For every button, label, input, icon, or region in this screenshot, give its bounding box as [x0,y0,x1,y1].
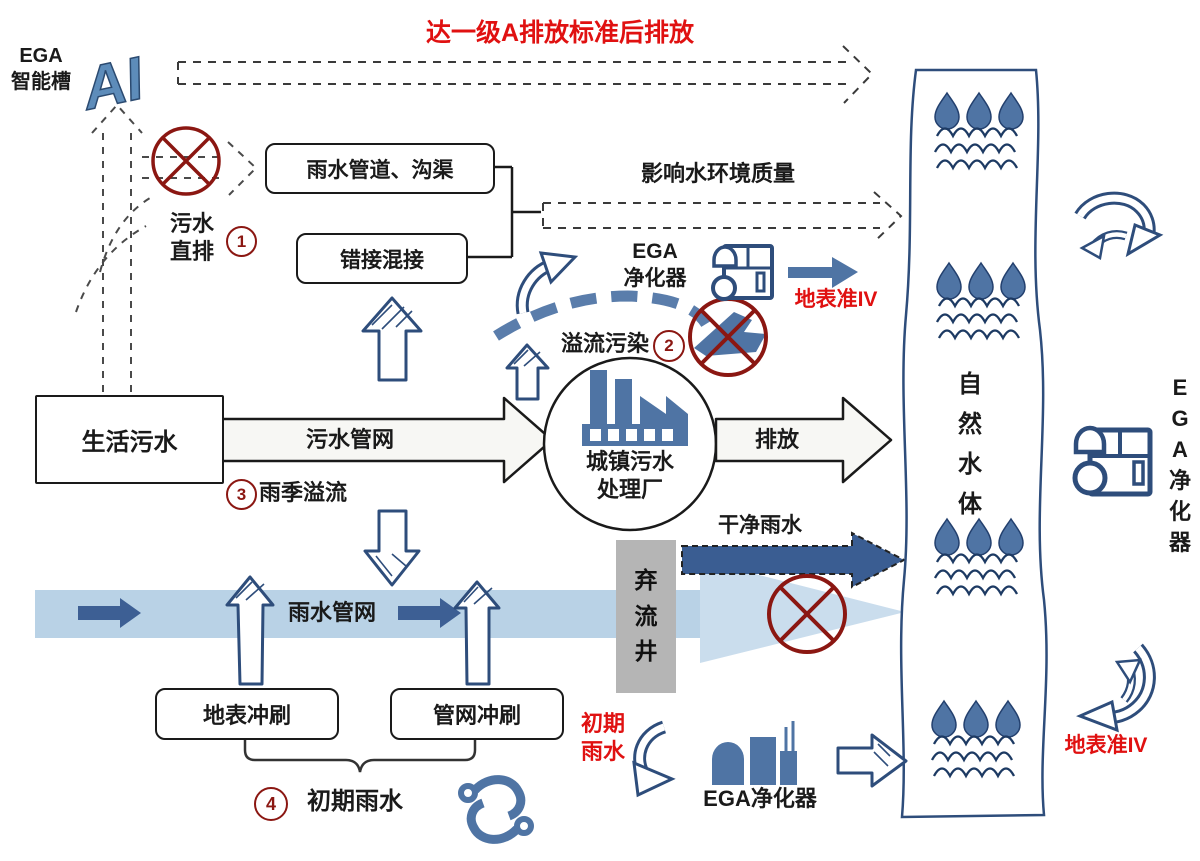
ega-purifier-mid-label: EGA 净化器 [623,240,687,290]
ega-purifier-plant-icon [712,721,797,785]
curved-arrow-bottom-right [1076,643,1156,733]
natural-water-label: 自 然 水 体 [958,371,982,518]
number-badge-4: 4 [254,787,288,821]
diversion-well-box: 弃 流 井 [616,540,676,693]
rain-network-label: 雨水管网 [287,600,376,625]
top-banner-label: 达一级A排放标准后排放 [425,19,695,47]
curved-arrow-initial-rain [632,720,676,798]
ai-logo-icon: AI [74,43,151,123]
curved-arrow-overflow [515,251,579,315]
impact-quality-label: 影响水环境质量 [640,161,795,186]
band-mini-arrow-right [398,598,461,628]
mixed-connection-box: 错接混接 [296,233,468,284]
ega-purifier-icon-mid [711,244,774,301]
sewage-network-label: 污水管网 [305,427,394,452]
ega-purifier-bottom-label: EGA净化器 [703,786,817,811]
no-dirty-rainwater-icon [767,574,847,654]
sewage-direct-label: 污水 直排 [169,211,214,265]
number-badge-3: 3 [226,479,257,510]
factory-icon [582,370,688,446]
overflow-pollution-label: 溢流污染 [560,331,649,356]
sewage-network-arrow [218,396,554,484]
surface-iv-bottom-label: 地表准IV [1064,734,1148,757]
clean-rain-arrow [681,531,907,589]
surface-flush-box: 地表冲刷 [155,688,339,740]
rainy-overflow-label: 雨季溢流 [258,480,347,505]
overflow-dashed-pipe [493,290,711,341]
curved-arrow-top-right [1074,191,1164,260]
pipe-flush-box: 管网冲刷 [390,688,564,740]
surface-iv-mid-label: 地表准IV [794,288,878,311]
boxes-bracket [466,165,541,259]
initial-rain-brace [243,740,477,773]
treatment-plant-label: 城镇污水 处理厂 [585,449,674,503]
hand-arrow-down-overflow [363,509,421,587]
dashed-arrow-impact-quality [542,191,903,242]
ega-purifier-icon-right [1072,425,1153,497]
hand-arrow-up-small [505,343,550,401]
ega-purifier-right-label: E G A 净 化 器 [1168,375,1191,555]
ega-smart-tank-label: EGA 智能槽 [11,45,71,93]
dashed-arrow-top-discharge-standard [177,45,874,104]
river-band [899,68,1048,819]
hand-arrow-up-pipe-flush [453,580,501,686]
initial-rain-red-label: 初期 雨水 [580,711,625,765]
blue-arrow-surface-iv [788,257,858,288]
dashed-arrow-direct-discharge-up [75,103,258,392]
hand-arrow-right-to-river [836,733,908,788]
clean-rain-label: 干净雨水 [718,514,802,537]
rain-pipe-box: 雨水管道、沟渠 [265,143,495,194]
domestic-sewage-box: 生活污水 [35,395,224,484]
pipe-link-icon [458,775,534,844]
hand-arrow-up-surface-flush [225,575,275,686]
discharge-arrow [714,396,893,484]
band-mini-arrow-left [78,598,141,628]
number-badge-2: 2 [653,330,685,362]
number-badge-1: 1 [226,226,257,257]
initial-rain-label: 初期雨水 [307,788,403,815]
discharge-label: 排放 [754,427,799,452]
hand-arrow-up-big [361,296,423,382]
no-direct-discharge-icon [151,126,221,196]
svg-text:AI: AI [74,44,150,123]
